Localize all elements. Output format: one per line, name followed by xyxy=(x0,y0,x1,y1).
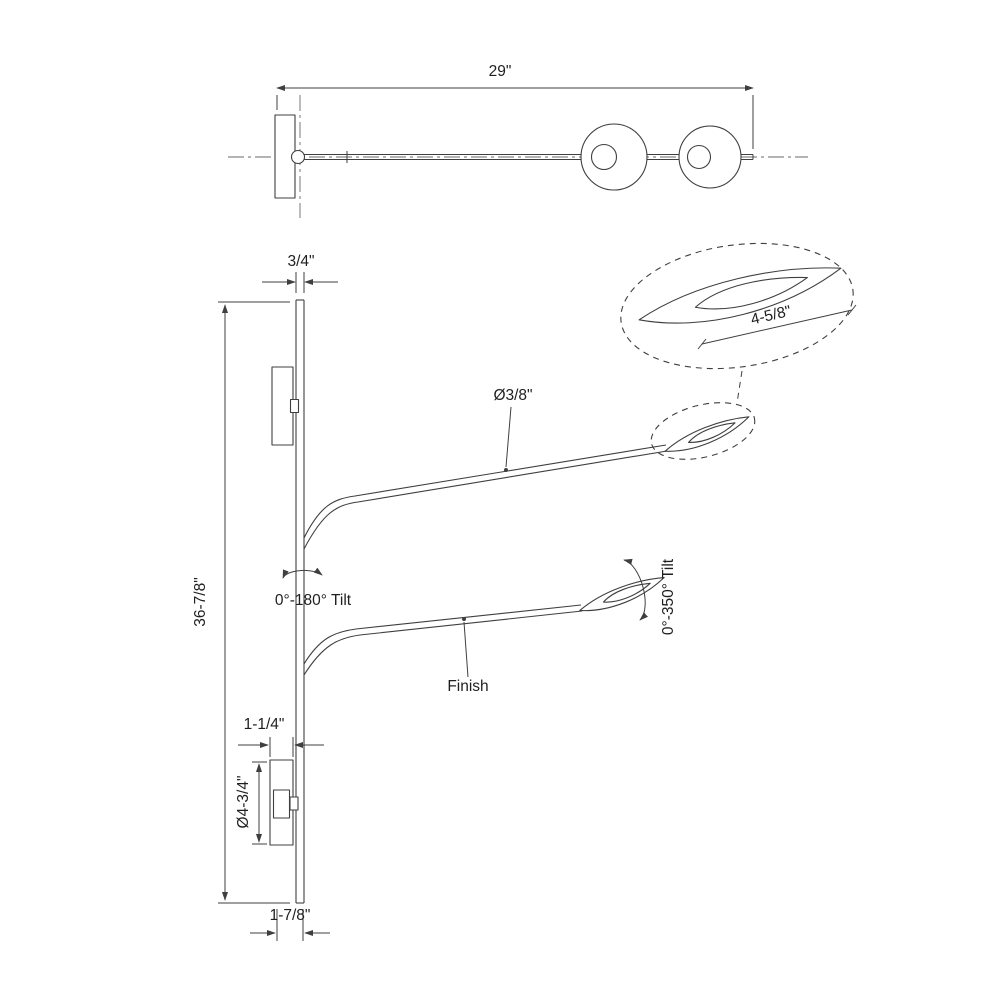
lower-arm-bottom-edge xyxy=(303,610,583,676)
dim-arm-diameter-label: Ø3/8" xyxy=(493,387,532,404)
detail-shade-head xyxy=(633,261,847,332)
detail-callout: 4-5/8" xyxy=(620,242,857,404)
shade-head-1-outer xyxy=(580,123,648,191)
dim-pole-width: 3/4" xyxy=(262,253,338,293)
lower-tilt-annotation: 0°-350° Tilt xyxy=(623,558,677,635)
dim-backplate-diameter-label: Ø4-3/4" xyxy=(235,776,252,829)
dim-backplate-diameter: Ø4-3/4" xyxy=(235,761,267,845)
dim-bottom-width-label: 1-7/8" xyxy=(270,907,311,924)
shade-head-2-inner xyxy=(686,144,712,170)
upper-head-callout-ellipse xyxy=(650,402,756,460)
dim-backplate-offset: 1-1/4" xyxy=(238,716,324,757)
lower-arm-top-edge xyxy=(303,604,582,665)
upper-tilt-annotation: 0°-180° Tilt xyxy=(275,567,352,609)
leader-dot xyxy=(504,468,508,472)
lower-backplate-knob xyxy=(289,796,299,811)
upper-backplate-knob xyxy=(289,398,300,414)
upper-arm-top-edge xyxy=(303,444,667,539)
finish-label: Finish xyxy=(447,678,488,695)
upper-tilt-label: 0°-180° Tilt xyxy=(275,592,352,609)
rotation-arrow xyxy=(623,558,649,621)
tick xyxy=(847,304,857,316)
top-view: 29" xyxy=(228,63,808,218)
dim-overall-height-label: 36-7/8" xyxy=(192,577,209,626)
upper-shade-head xyxy=(661,413,754,457)
detail-leader-line xyxy=(736,370,743,404)
leader-dot xyxy=(462,617,466,621)
upper-arm-bottom-edge xyxy=(303,450,668,550)
shade-head-1-inner xyxy=(590,143,618,171)
front-view: 4-5/8" 3/4" 36-7/8" Ø3/8" 0°-180° T xyxy=(192,242,857,941)
dim-top-width-label: 29" xyxy=(489,63,512,80)
dim-bottom-width: 1-7/8" xyxy=(250,907,330,941)
dim-top-width: 29" xyxy=(276,63,754,149)
tick xyxy=(697,338,707,350)
dim-arm-diameter: Ø3/8" xyxy=(493,387,533,472)
lower-shade-head xyxy=(576,574,669,616)
finish-annotation: Finish xyxy=(447,617,489,695)
pivot-ball xyxy=(290,149,306,165)
lower-tilt-label: 0°-350° Tilt xyxy=(660,558,677,635)
detail-ellipse xyxy=(620,242,854,370)
dimension-line xyxy=(701,309,853,345)
rotation-arrow xyxy=(282,567,323,579)
dim-backplate-offset-label: 1-1/4" xyxy=(244,716,285,733)
leader-line xyxy=(463,621,469,678)
dim-overall-height: 36-7/8" xyxy=(192,301,290,904)
dim-pole-width-label: 3/4" xyxy=(287,253,314,270)
upper-backplate xyxy=(271,366,294,446)
leader-line xyxy=(505,406,512,468)
